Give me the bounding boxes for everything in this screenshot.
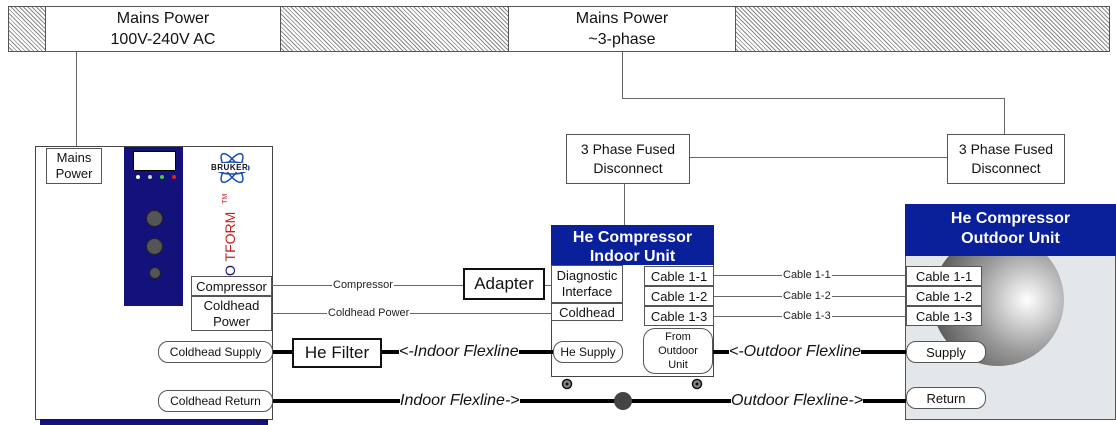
outdoor-title-line2: Outdoor Unit — [961, 230, 1060, 247]
console-mains-line1: Mains — [56, 150, 92, 165]
wire-disconnect-link — [689, 157, 947, 158]
outdoor-cable2-label: Cable 1-2 — [915, 288, 973, 304]
outdoor-unit-header: He Compressor Outdoor Unit — [905, 204, 1116, 256]
console-knob-1[interactable] — [146, 210, 163, 227]
wire-cable3-label: Cable 1-3 — [782, 310, 832, 322]
wire-compressor-label: Compressor — [332, 279, 394, 291]
mains-ac-line2: 100V-240V AC — [110, 31, 216, 48]
indoor-from-line2: Outdoor — [658, 345, 698, 357]
disconnect-box-2: 3 Phase Fused Disconnect — [947, 134, 1065, 184]
indoor-cable-1-3: Cable 1-3 — [644, 306, 714, 326]
flexline-console-to-filter — [273, 350, 292, 354]
caster-left-icon — [561, 377, 573, 390]
adapter-label: Adapter — [474, 274, 534, 293]
indoor-unit-header: He Compressor Indoor Unit — [551, 225, 714, 265]
console-compressor-port: Compressor — [191, 276, 272, 296]
indoor-from-line1: From — [665, 331, 691, 343]
console-mains-line2: Power — [55, 166, 93, 181]
wire-adapter-to-indoor — [545, 285, 552, 286]
outdoor-cable-1-2: Cable 1-2 — [906, 286, 982, 306]
outdoor-cable-1-3: Cable 1-3 — [906, 306, 982, 326]
indoor-he-supply-label: He Supply — [560, 345, 616, 359]
outdoor-cable-1-1: Cable 1-1 — [906, 266, 982, 286]
indoor-cable1-label: Cable 1-1 — [650, 268, 708, 284]
console-knob-3[interactable] — [149, 267, 161, 279]
console-knob-2[interactable] — [146, 238, 163, 255]
indoor-title-line1: He Compressor — [572, 229, 693, 246]
outdoor-title-line1: He Compressor — [950, 210, 1071, 227]
flexline-return — [273, 399, 906, 403]
coldhead-return-port: Coldhead Return — [158, 390, 273, 412]
mains-3p-line2: ~3-phase — [588, 31, 656, 48]
indoor-diag-line2: Interface — [561, 284, 613, 299]
indoor-cable-1-1: Cable 1-1 — [644, 266, 714, 286]
disconnect1-line2: Disconnect — [593, 160, 663, 176]
outdoor-cable3-label: Cable 1-3 — [915, 308, 973, 324]
bruker-brand-text: BRUKER — [211, 163, 249, 172]
led-indicator-1 — [136, 175, 140, 179]
wire-coldhead-power — [272, 313, 551, 314]
indoor-from-line3: Unit — [668, 359, 688, 371]
console-vertical-logo: O TFORM TM — [222, 193, 240, 276]
outdoor-cable1-label: Cable 1-1 — [915, 268, 973, 284]
indoor-cable-1-2: Cable 1-2 — [644, 286, 714, 306]
console-coldhead-power-port: Coldhead Power — [191, 296, 272, 331]
indoor-flexline-right-label: Indoor Flexline-> — [400, 392, 520, 410]
mains-power-3phase: Mains Power ~3-phase — [508, 6, 736, 52]
console-coldhead-power-line2: Power — [213, 313, 250, 329]
outdoor-flexline-right-label: Outdoor Flexline-> — [731, 392, 864, 410]
mains-3p-line1: Mains Power — [575, 10, 669, 27]
led-indicator-2 — [148, 175, 152, 179]
coldhead-supply-port: Coldhead Supply — [158, 341, 273, 363]
indoor-coldhead-port: Coldhead — [551, 303, 623, 321]
indoor-diagnostic-interface: Diagnostic Interface — [551, 265, 623, 303]
flexline-coupling-icon — [614, 392, 632, 410]
wire-3phase-down — [622, 52, 623, 98]
indoor-from-outdoor-port: From Outdoor Unit — [643, 328, 713, 374]
indoor-coldhead-label: Coldhead — [559, 304, 615, 320]
wire-disconnect-to-indoor — [624, 183, 625, 225]
console-display — [133, 151, 176, 171]
mains-ac-line1: Mains Power — [116, 10, 210, 27]
logo-prefix: O — [222, 265, 238, 276]
wire-mains-to-console — [76, 52, 77, 147]
coldhead-supply-label: Coldhead Supply — [169, 345, 262, 359]
outdoor-return-port: Return — [906, 387, 986, 409]
disconnect1-line1: 3 Phase Fused — [580, 141, 676, 157]
outdoor-supply-port: Supply — [906, 341, 986, 363]
indoor-he-supply-port: He Supply — [553, 341, 623, 363]
console-base — [40, 419, 268, 425]
indoor-cable2-label: Cable 1-2 — [650, 288, 708, 304]
bruker-logo: BRUKER — [207, 148, 257, 188]
indoor-flexline-left-label: <-Indoor Flexline — [399, 343, 519, 361]
mains-power-ac: Mains Power 100V-240V AC — [45, 6, 281, 52]
disconnect2-line2: Disconnect — [971, 160, 1041, 176]
adapter-box: Adapter — [463, 268, 545, 300]
logo-text: TFORM — [222, 211, 238, 262]
caster-right-icon — [691, 377, 703, 390]
coldhead-return-label: Coldhead Return — [170, 394, 261, 408]
wire-3phase-horizontal — [622, 98, 1004, 99]
indoor-title-line2: Indoor Unit — [589, 248, 676, 265]
he-filter-label: He Filter — [304, 343, 370, 362]
outdoor-supply-label: Supply — [926, 344, 966, 360]
outdoor-return-label: Return — [926, 390, 966, 406]
indoor-diag-line1: Diagnostic — [556, 268, 618, 283]
wire-cable2-label: Cable 1-2 — [782, 290, 832, 302]
console-mains-power: Mains Power — [46, 148, 102, 184]
he-filter-box: He Filter — [292, 338, 382, 368]
indoor-cable3-label: Cable 1-3 — [650, 308, 708, 324]
disconnect2-line1: 3 Phase Fused — [958, 141, 1054, 157]
console-coldhead-power-line1: Coldhead — [203, 297, 260, 313]
logo-tm: TM — [222, 193, 229, 204]
wire-to-disconnect2 — [1004, 98, 1005, 136]
led-indicator-3 — [160, 175, 164, 179]
outdoor-flexline-left-label: <-Outdoor Flexline — [729, 343, 862, 361]
wire-cable1-label: Cable 1-1 — [782, 269, 832, 281]
led-indicator-4 — [172, 175, 176, 179]
console-compressor-label: Compressor — [196, 278, 267, 294]
disconnect-box-1: 3 Phase Fused Disconnect — [566, 134, 690, 184]
wire-coldhead-power-label: Coldhead Power — [327, 307, 411, 319]
